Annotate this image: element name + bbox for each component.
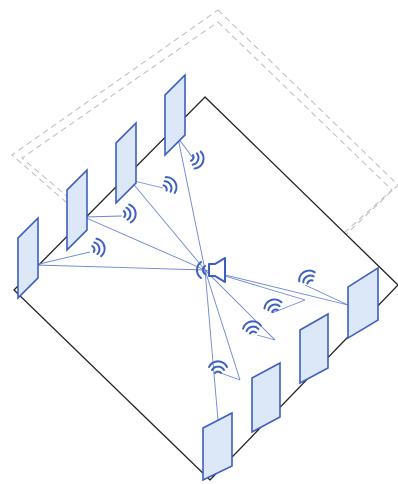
reflective-panel-2 — [66, 168, 88, 252]
ray-9 — [204, 269, 219, 421]
sound-rays — [34, 137, 349, 421]
ray-3 — [129, 179, 206, 271]
sound-waves — [91, 150, 316, 374]
reflective-panel-5 — [347, 266, 379, 340]
reflective-panel-1 — [17, 216, 39, 300]
sound-wave-icon — [189, 150, 205, 170]
sound-wave-icon — [242, 320, 262, 335]
sound-wave-icon — [298, 269, 316, 285]
reflective-panel-3 — [115, 121, 137, 205]
sound-wave-icon — [263, 298, 283, 314]
sound-wave-icon — [208, 360, 228, 374]
sound-wave-icon — [162, 176, 178, 194]
speaker-icon — [196, 257, 226, 283]
ray-13 — [177, 137, 194, 159]
ceiling-plane-inner — [21, 21, 393, 336]
ray-4 — [177, 137, 206, 271]
ray-10 — [34, 251, 91, 266]
ray-8 — [204, 269, 241, 381]
ray-2 — [83, 216, 206, 271]
ray-16 — [256, 334, 276, 341]
reflective-panel-6 — [299, 312, 329, 385]
ray-1 — [34, 264, 206, 271]
ray-14 — [304, 284, 349, 306]
ray-7 — [204, 269, 349, 306]
reflective-panel-7 — [251, 361, 281, 434]
reflector-panels — [17, 73, 379, 482]
sound-wave-icon — [122, 203, 137, 224]
reflective-panel-8 — [202, 411, 233, 482]
reflective-panel-4 — [164, 73, 186, 157]
sound-wave-icon — [91, 237, 106, 258]
floor-plane — [13, 96, 398, 481]
ray-11 — [83, 215, 123, 218]
ray-5 — [204, 269, 276, 341]
